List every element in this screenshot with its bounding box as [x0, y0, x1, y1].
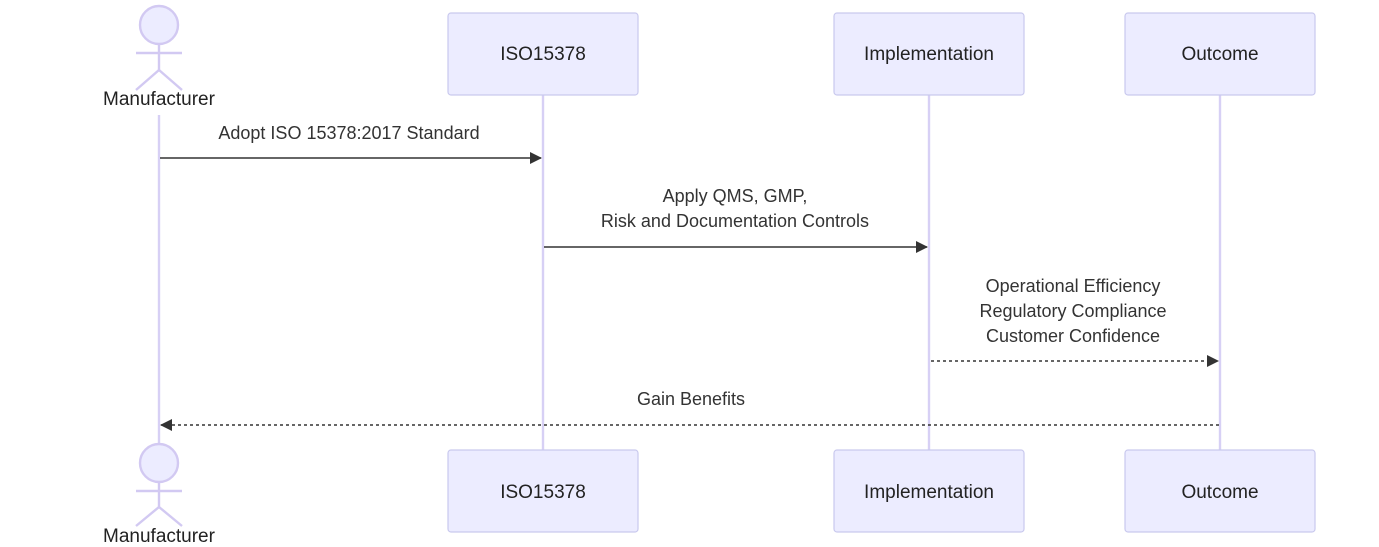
- participant-label-implementation: Implementation: [864, 482, 994, 503]
- actor-label-manufacturer: Manufacturer: [103, 89, 216, 110]
- message-label: Gain Benefits: [637, 389, 745, 409]
- participant-outcome-bottom: Outcome: [1124, 449, 1316, 533]
- message-label: Operational Efficiency: [986, 276, 1161, 296]
- actor-manufacturer-bottom: Manufacturer: [103, 442, 216, 547]
- message-label: Risk and Documentation Controls: [601, 211, 869, 231]
- message-gain-benefits: Gain Benefits: [160, 389, 1219, 431]
- message-label: Customer Confidence: [986, 326, 1160, 346]
- message-adopt-standard: Adopt ISO 15378:2017 Standard: [160, 123, 542, 164]
- participant-implementation-top: Implementation: [833, 12, 1025, 96]
- participant-outcome-top: Outcome: [1124, 12, 1316, 96]
- participant-label-outcome: Outcome: [1181, 44, 1258, 65]
- message-label: Apply QMS, GMP,: [663, 186, 808, 206]
- participant-label-outcome: Outcome: [1181, 482, 1258, 503]
- actor-person-icon: [135, 4, 183, 91]
- actor-manufacturer-top: Manufacturer: [103, 4, 216, 110]
- participant-label-iso15378: ISO15378: [500, 44, 586, 65]
- message-label: Adopt ISO 15378:2017 Standard: [218, 123, 479, 143]
- actor-person-icon: [135, 442, 183, 527]
- message-apply-controls: Apply QMS, GMP, Risk and Documentation C…: [544, 186, 928, 253]
- participant-label-iso15378: ISO15378: [500, 482, 586, 503]
- participant-iso15378-top: ISO15378: [447, 12, 639, 96]
- actor-label-manufacturer: Manufacturer: [103, 526, 216, 547]
- message-label: Regulatory Compliance: [979, 301, 1166, 321]
- participant-iso15378-bottom: ISO15378: [447, 449, 639, 533]
- participant-implementation-bottom: Implementation: [833, 449, 1025, 533]
- message-outcomes: Operational Efficiency Regulatory Compli…: [931, 276, 1219, 367]
- participant-label-implementation: Implementation: [864, 44, 994, 65]
